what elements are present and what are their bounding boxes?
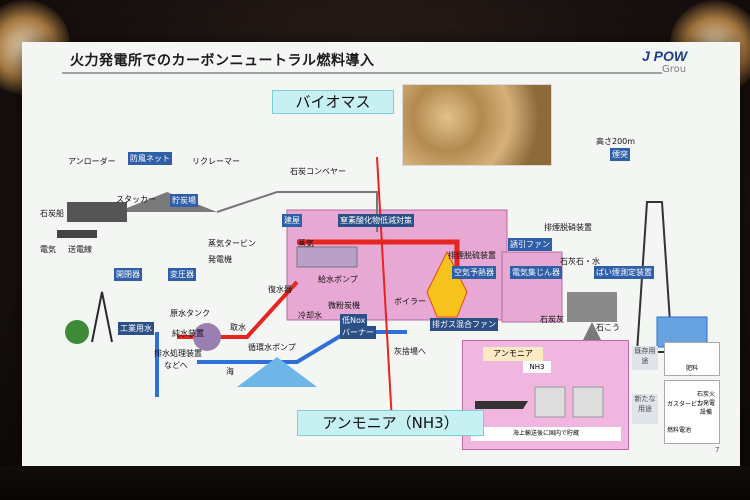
label-denitration: 窒素酸化物低減対策 (338, 214, 414, 227)
fertilizer-box: 肥料 (664, 342, 720, 376)
label-desulf-gypsum: 排煙脱硝装置 (544, 223, 592, 232)
label-burner: バーナー (340, 326, 376, 339)
coal-conveyor-line (216, 191, 378, 232)
projection-screen: 火力発電所でのカーボンニュートラル燃料導入 J POW Grou バイオマス (22, 42, 740, 466)
label-boiler: ボイラー (394, 297, 426, 306)
label-circ-pump: 循環水ポンプ (248, 343, 296, 352)
label-gas-mix-fan: 排ガス混合ファン (430, 318, 498, 331)
label-inlet: 取水 (230, 323, 246, 332)
water-line (197, 330, 407, 364)
label-makeup-tank: 原水タンク (170, 309, 210, 318)
ammonia-uses-panel: 既存用途 肥料 新たな用途 ガスタービン 石炭火力発電設備 燃料電池 (632, 340, 722, 448)
esp-shape (567, 292, 617, 322)
pointer-line (376, 156, 393, 423)
generator-shape (193, 323, 221, 351)
ammonia-panel-formula: NH3 (523, 361, 551, 373)
coal-pile (117, 192, 217, 212)
label-steam-turbine: 蒸気タービン (208, 239, 256, 248)
label-coal-conveyor: 石炭コンベヤー (290, 167, 346, 176)
label-coal-ash: 石炭灰 (540, 315, 564, 324)
label-esp: 電気集じん器 (510, 266, 562, 279)
power-plant-diagram (57, 156, 708, 423)
label-transformer: 変圧器 (168, 268, 196, 281)
label-low-nox: 低Nox (340, 314, 368, 327)
new-use-arrow: 新たな用途 (632, 394, 658, 424)
biomass-callout: バイオマス (272, 90, 394, 114)
building-annex (501, 251, 563, 323)
label-feed-pump: 給水ポンプ (318, 275, 358, 284)
label-coal-ship: 石炭船 (40, 209, 64, 218)
label-gypsum: 石こう (596, 323, 620, 332)
boiler-flame (426, 250, 468, 318)
label-steam: 蒸気 (298, 239, 314, 248)
page-number: 7 (715, 446, 720, 454)
label-generator: 発電機 (208, 255, 232, 264)
company-logo-sub: Grou (662, 64, 687, 75)
ammonia-panel: アンモニア NH3 海上輸送後に国内で貯蔵 (462, 340, 629, 450)
gas-turbine-label: ガスタービン (667, 401, 704, 408)
hopper-shape (582, 322, 602, 342)
slide-title: 火力発電所でのカーボンニュートラル燃料導入 (70, 53, 375, 69)
biomass-pellets-photo (402, 84, 552, 166)
title-underline (62, 72, 662, 74)
label-limestone: 石灰石・水 (560, 257, 600, 266)
label-air-preheater: 空気予熱器 (452, 266, 496, 279)
ammonia-tanker-illustration (475, 386, 604, 418)
floor-shadow (0, 466, 750, 500)
label-wastewater: 排水処理装置 (154, 349, 202, 358)
label-cooling-water: 冷却水 (298, 311, 322, 320)
label-transmission: 送電線 (68, 245, 92, 254)
label-chimney: 煙突 (610, 148, 630, 161)
tree-shape (65, 320, 89, 344)
new-uses-box: ガスタービン 石炭火力発電設備 燃料電池 (664, 380, 720, 444)
label-unloader: アンローダー (68, 157, 116, 166)
label-industrial-water: 工業用水 (118, 322, 154, 335)
fuel-cell-label: 燃料電池 (667, 427, 692, 434)
ammonia-panel-caption: 海上輸送後に国内で貯蔵 (471, 427, 621, 441)
label-smoke-monitor: ばい煙測定装置 (594, 266, 654, 279)
company-logo: J POW (642, 48, 688, 64)
label-desulfurization: 排煙脱硫装置 (448, 251, 496, 260)
unloader-shape (67, 202, 127, 222)
label-reclaimer: リクレーマー (192, 157, 240, 166)
label-condenser: 復水器 (268, 285, 292, 294)
label-to-ash-site: 灰捨場へ (394, 347, 426, 356)
label-etc: などへ (164, 361, 188, 370)
label-wind-net: 防風ネット (128, 152, 172, 165)
tower-shape (91, 291, 113, 343)
label-switchgear: 開閉器 (114, 268, 142, 281)
fertilizer-label: 肥料 (685, 365, 698, 372)
label-stacker: スタッカー (116, 195, 156, 204)
coal-thermal-label: 石炭火力発電設備 (696, 391, 715, 416)
coal-ship-shape (57, 230, 97, 238)
label-chimney-height: 高さ200m (596, 137, 636, 146)
label-electricity: 電気 (40, 245, 56, 254)
label-building: 建屋 (282, 214, 302, 227)
turbine-shape (296, 246, 358, 268)
label-pure-water: 純水装置 (172, 329, 204, 338)
label-coal-yard: 貯炭場 (170, 194, 198, 207)
label-induced-fan: 誘引ファン (508, 238, 552, 251)
ammonia-panel-title: アンモニア (483, 347, 543, 361)
label-pulverizer: 微粉炭機 (328, 301, 360, 310)
existing-use-arrow: 既存用途 (632, 346, 658, 370)
ammonia-callout: アンモニア（NH3） (297, 410, 484, 436)
label-sea: 海 (226, 367, 234, 376)
sea-water-shape (237, 357, 317, 387)
